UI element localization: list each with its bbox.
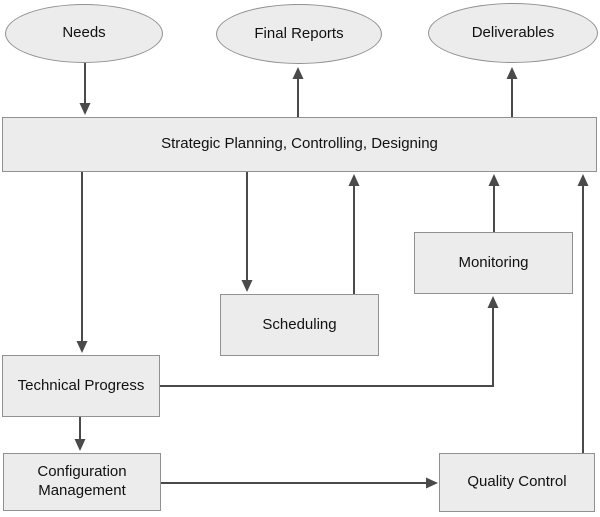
node-monitoring: Monitoring	[414, 232, 573, 294]
node-scheduling-label: Scheduling	[262, 315, 337, 333]
node-needs-label: Needs	[62, 24, 106, 42]
node-configuration-management-label: Configuration Management	[37, 463, 127, 499]
node-quality-control-label: Quality Control	[467, 473, 567, 491]
node-final-reports-label: Final Reports	[254, 24, 344, 42]
node-scheduling: Scheduling	[220, 294, 379, 356]
node-quality-control: Quality Control	[439, 453, 595, 512]
node-final-reports: Final Reports	[216, 4, 382, 64]
node-deliverables-label: Deliverables	[471, 23, 555, 41]
node-monitoring-label: Monitoring	[458, 253, 529, 271]
node-configuration-management: Configuration Management	[3, 453, 161, 511]
node-technical-progress: Technical Progress	[2, 355, 160, 417]
node-strategic-planning: Strategic Planning, Controlling, Designi…	[2, 117, 597, 172]
node-needs: Needs	[5, 4, 163, 63]
node-strategic-planning-label: Strategic Planning, Controlling, Designi…	[161, 135, 438, 153]
node-deliverables: Deliverables	[428, 3, 598, 63]
node-technical-progress-label: Technical Progress	[17, 376, 145, 394]
